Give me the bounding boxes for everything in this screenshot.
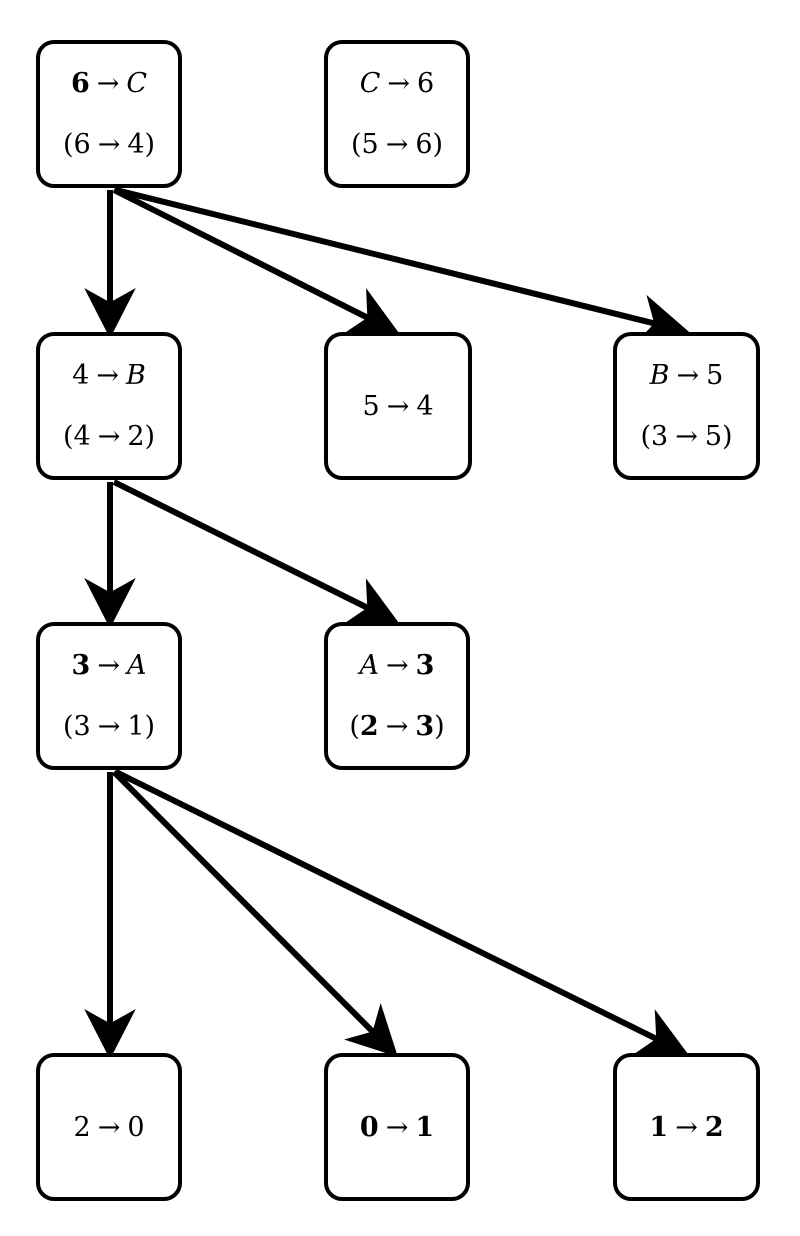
edge-6C-to-54 [112,187,400,335]
node-B-to-5[interactable]: B→5(3→5) [613,332,760,480]
token-number: 2 [704,1111,724,1143]
paren: ) [722,421,733,452]
edge-4B-to-A3 [112,479,400,625]
arrow-glyph: → [387,68,411,99]
edges-group [84,187,690,1060]
node-label-primary: 0→1 [360,1114,434,1141]
token-number: 5 [704,421,722,452]
token-number: 4 [416,390,434,422]
token-number: 4 [73,421,91,452]
token-letter: B [649,360,670,391]
arrow-glyph: → [675,421,698,452]
arrow-glyph: → [385,711,409,742]
node-4-to-B[interactable]: 4→B(4→2) [36,332,182,480]
token-number: 1 [127,711,145,742]
token-number: 3 [415,711,435,742]
edge-3A-to-12 [114,769,689,1056]
arrow-glyph: → [96,360,119,391]
paren: ( [62,421,74,452]
token-number: 0 [127,1111,145,1143]
paren: ) [434,711,445,742]
token-letter: C [359,68,381,99]
token-number: 3 [73,711,91,742]
node-A-to-3[interactable]: A→3(2→3) [324,622,470,770]
paren: ) [432,129,444,160]
token-letter: A [359,650,380,681]
node-label-primary: 6→C [71,70,147,97]
token-number: 4 [72,360,90,391]
arrow-glyph: → [96,68,120,99]
arrow-glyph: → [97,711,121,742]
token-number: 6 [417,68,435,99]
paren: ( [62,711,74,742]
arrow-glyph: → [97,650,120,681]
node-label-primary: C→6 [360,70,434,97]
node-label-primary: 2→0 [74,1114,145,1141]
token-letter: C [126,68,148,99]
arrow-glyph: → [97,129,121,160]
token-number: 3 [71,650,91,681]
edge-3A-to-01 [111,769,398,1057]
paren: ) [144,711,156,742]
token-number: 6 [70,68,90,99]
paren: ( [640,421,651,452]
token-number: 5 [361,129,379,160]
token-number: 6 [73,129,91,160]
token-number: 1 [415,1111,435,1143]
node-5-to-4[interactable]: 5→4 [324,332,472,480]
edge-6C-to-B5 [115,187,690,345]
node-label-primary: 1→2 [649,1114,723,1141]
token-number: 2 [359,711,379,742]
node-0-to-1[interactable]: 0→1 [324,1053,470,1201]
node-3-to-A[interactable]: 3→A (3→1) [36,622,182,770]
token-number: 5 [362,390,380,422]
node-2-to-0[interactable]: 2→0 [36,1053,182,1201]
arrow-glyph: → [385,129,409,160]
node-label-primary: 5→4 [363,393,434,420]
token-number: 2 [127,421,145,452]
token-number: 3 [415,650,435,681]
arrow-glyph: → [97,1111,121,1143]
token-letter: A [126,650,147,681]
token-number: 6 [415,129,433,160]
arrow-glyph: → [386,390,410,422]
paren: ( [349,711,360,742]
token-number: 2 [73,1111,91,1143]
token-number: 4 [127,129,145,160]
node-label-secondary: (3→1) [63,713,155,740]
paren: ( [350,129,362,160]
node-6-to-C[interactable]: 6→C (6→4) [36,40,182,188]
arrow-glyph: → [675,1111,698,1143]
arrow-glyph: → [676,360,700,391]
paren: ( [62,129,74,160]
arrow-glyph: → [386,650,409,681]
arrow-glyph: → [385,1111,409,1143]
node-1-to-2[interactable]: 1→2 [613,1053,760,1201]
node-label-primary: 4→B [72,362,146,389]
node-C-to-6[interactable]: C→6(5→6) [324,40,470,188]
node-label-secondary: (6→4) [63,131,155,158]
node-label-secondary: (4→2) [63,423,155,450]
node-label-primary: 3→A [72,652,147,679]
token-number: 0 [359,1111,379,1143]
token-number: 1 [649,1111,669,1143]
node-label-primary: A→3 [360,652,435,679]
arrow-glyph: → [97,421,121,452]
node-label-secondary: (3→5) [640,423,732,450]
node-label-primary: B→5 [650,362,724,389]
node-label-secondary: (2→3) [349,713,444,740]
token-number: 3 [651,421,669,452]
node-label-secondary: (5→6) [351,131,443,158]
token-number: 5 [706,360,724,391]
paren: ) [144,129,156,160]
token-letter: B [125,360,146,391]
paren: ) [144,421,156,452]
